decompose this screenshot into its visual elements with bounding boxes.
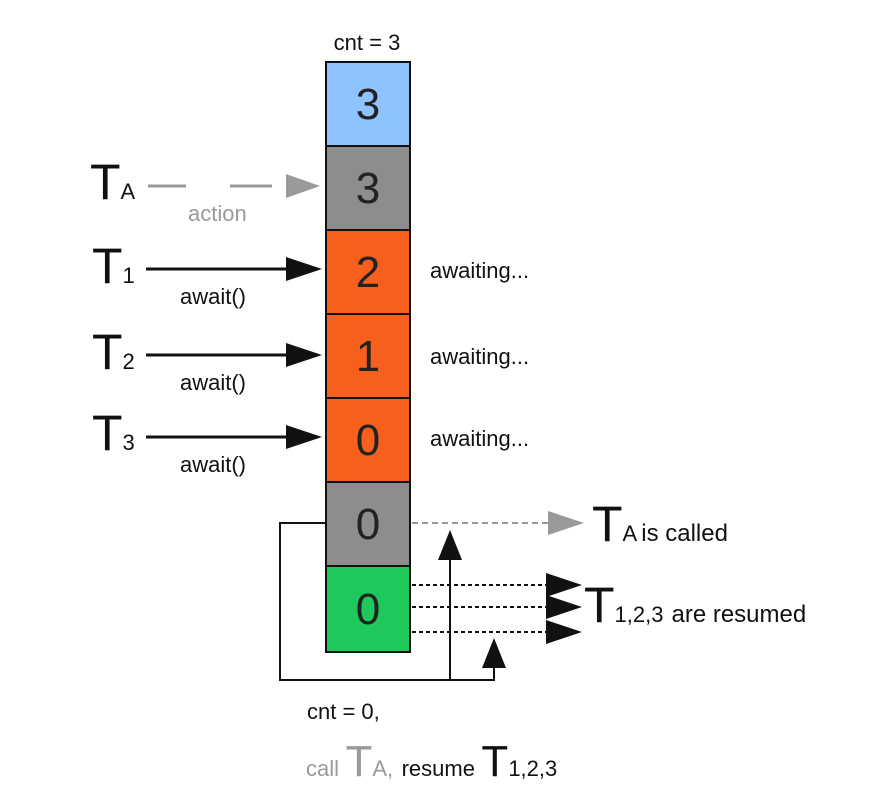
- thread-3-label: T3: [92, 405, 135, 461]
- cell-value-5: 0: [356, 500, 380, 549]
- thread-1: T1 await() awaiting...: [92, 238, 529, 309]
- action-thread-label: TA: [90, 154, 136, 210]
- cell-value-2: 2: [356, 248, 380, 297]
- thread-2-label: T2: [92, 324, 135, 380]
- thread-2-arrow-head: [286, 343, 322, 367]
- thread-1-arrow-head: [286, 257, 322, 281]
- loop-arrow-head-left: [438, 530, 462, 560]
- cell-value-1: 3: [356, 164, 380, 213]
- cell-value-6: 0: [356, 585, 380, 634]
- thread-2: T2 await() awaiting...: [92, 324, 529, 395]
- counter-label: cnt = 3: [334, 30, 401, 55]
- thread-3-call: await(): [180, 452, 246, 477]
- thread-2-status: awaiting...: [430, 344, 529, 369]
- thread-2-call: await(): [180, 370, 246, 395]
- thread-3-arrow-head: [286, 425, 322, 449]
- footer-line-2: call TA, resume T1,2,3: [306, 737, 557, 786]
- cell-6: [325, 565, 411, 653]
- action-arrow-head: [286, 174, 320, 198]
- action-thread: TA action: [90, 154, 320, 226]
- thread-1-label: T1: [92, 238, 135, 294]
- resume-arrow-head-3: [546, 620, 582, 644]
- thread-3: T3 await() awaiting...: [92, 405, 529, 477]
- feedback-loop: [279, 522, 506, 681]
- footer-line-1: cnt = 0,: [307, 699, 380, 724]
- thread-3-status: awaiting...: [430, 426, 529, 451]
- thread-1-call: await(): [180, 284, 246, 309]
- resume-arrow-head-1: [546, 573, 582, 597]
- action-label: action: [188, 201, 247, 226]
- cell-0: [325, 61, 411, 147]
- counter-stack: 3 3 2 1 0 0 0: [325, 61, 411, 653]
- resume-arrow-head-2: [546, 595, 582, 619]
- called-arrow-head: [548, 511, 584, 535]
- cell-3: [325, 313, 411, 399]
- loop-arrow-head-right: [482, 638, 506, 668]
- cell-value-0: 3: [356, 80, 380, 129]
- thread-1-status: awaiting...: [430, 258, 529, 283]
- cell-1: [325, 145, 411, 231]
- loop-path: [279, 522, 495, 681]
- footer-caption: cnt = 0, call TA, resume T1,2,3: [306, 699, 557, 786]
- cell-value-4: 0: [356, 416, 380, 465]
- cell-value-3: 1: [356, 332, 380, 381]
